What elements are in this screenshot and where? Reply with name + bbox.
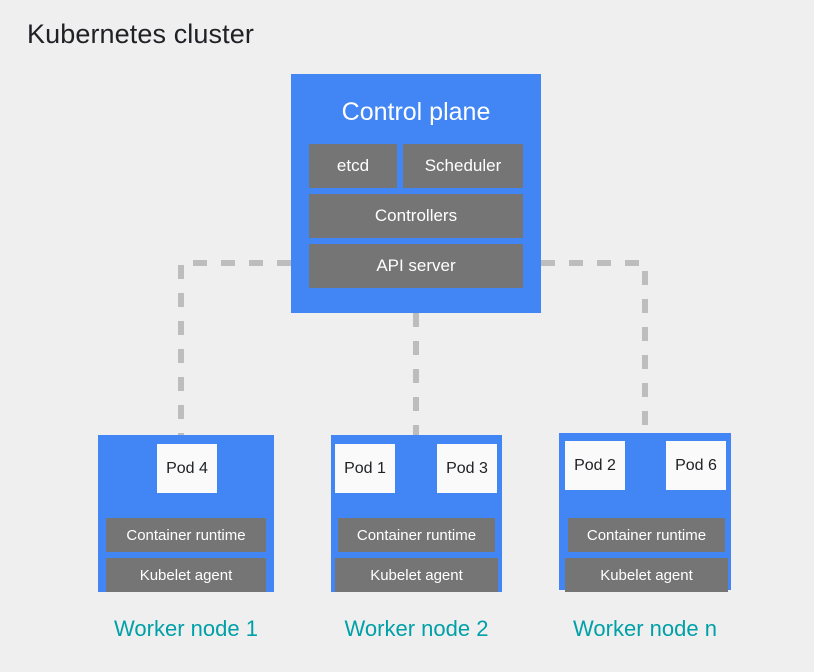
worker-node-1-box[interactable]: Pod 4 Container runtime Kubelet agent xyxy=(98,435,274,592)
control-plane-box[interactable]: Control plane etcd Scheduler Controllers… xyxy=(291,74,541,313)
pod-box[interactable]: Pod 3 xyxy=(437,444,497,493)
control-plane-component-scheduler[interactable]: Scheduler xyxy=(403,144,523,188)
pod-box[interactable]: Pod 4 xyxy=(157,444,217,493)
connector-api-to-worker-n xyxy=(541,260,648,433)
pod-box[interactable]: Pod 6 xyxy=(666,441,726,490)
container-runtime-bar[interactable]: Container runtime xyxy=(106,518,266,552)
pod-box[interactable]: Pod 2 xyxy=(565,441,625,490)
control-plane-title: Control plane xyxy=(341,98,491,126)
page-title: Kubernetes cluster xyxy=(27,19,254,49)
control-plane-component-api-server[interactable]: API server xyxy=(309,244,523,288)
worker-node-n-caption: Worker node n xyxy=(573,616,717,641)
worker-node-2-caption: Worker node 2 xyxy=(344,616,489,641)
control-plane-component-controllers[interactable]: Controllers xyxy=(309,194,523,238)
kubelet-agent-bar[interactable]: Kubelet agent xyxy=(335,558,498,592)
worker-node-1-caption: Worker node 1 xyxy=(114,616,258,641)
worker-node-2-box[interactable]: Pod 1 Pod 3 Container runtime Kubelet ag… xyxy=(331,435,502,592)
control-plane-component-etcd[interactable]: etcd xyxy=(309,144,397,188)
kubelet-agent-bar[interactable]: Kubelet agent xyxy=(106,558,266,592)
container-runtime-bar[interactable]: Container runtime xyxy=(568,518,725,552)
kubelet-agent-bar[interactable]: Kubelet agent xyxy=(565,558,728,592)
container-runtime-bar[interactable]: Container runtime xyxy=(338,518,495,552)
worker-node-n-box[interactable]: Pod 2 Pod 6 Container runtime Kubelet ag… xyxy=(559,433,731,592)
pod-box[interactable]: Pod 1 xyxy=(335,444,395,493)
connector-api-to-worker-1 xyxy=(178,260,291,435)
